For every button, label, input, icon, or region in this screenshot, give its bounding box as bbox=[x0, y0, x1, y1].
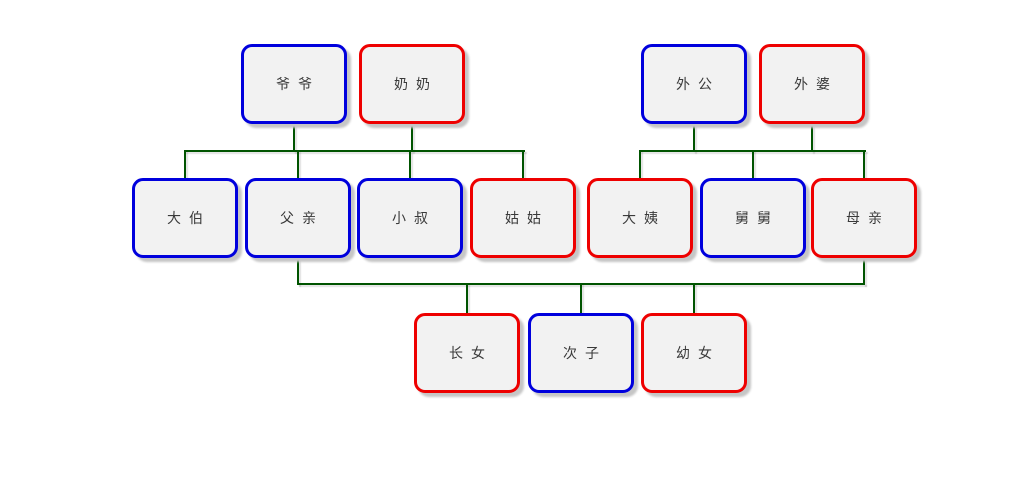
node-label: 外婆 bbox=[794, 77, 838, 93]
node-youngest-daughter: 幼女 bbox=[641, 313, 747, 393]
connector-line bbox=[466, 283, 468, 313]
connector-line bbox=[297, 150, 299, 178]
node-label: 母亲 bbox=[846, 211, 890, 227]
node-younger-uncle: 小叔 bbox=[357, 178, 463, 258]
node-maternal-grandmother: 外婆 bbox=[759, 44, 865, 124]
connector-line bbox=[411, 124, 413, 152]
connector-line bbox=[863, 150, 865, 178]
node-maternal-aunt: 大姨 bbox=[587, 178, 693, 258]
node-eldest-uncle: 大伯 bbox=[132, 178, 238, 258]
connector-line bbox=[863, 258, 865, 285]
connector-line bbox=[693, 124, 695, 152]
node-label: 大姨 bbox=[622, 211, 666, 227]
node-label: 长女 bbox=[449, 346, 493, 362]
node-mother: 母亲 bbox=[811, 178, 917, 258]
node-eldest-daughter: 长女 bbox=[414, 313, 520, 393]
node-label: 外公 bbox=[676, 77, 720, 93]
node-label: 幼女 bbox=[676, 346, 720, 362]
connector-line bbox=[184, 150, 525, 152]
connector-line bbox=[811, 124, 813, 152]
node-label: 次子 bbox=[563, 346, 607, 362]
node-father: 父亲 bbox=[245, 178, 351, 258]
node-label: 爷爷 bbox=[276, 77, 320, 93]
connector-line bbox=[184, 150, 186, 178]
node-label: 大伯 bbox=[167, 211, 211, 227]
node-label: 父亲 bbox=[280, 211, 324, 227]
node-paternal-aunt: 姑姑 bbox=[470, 178, 576, 258]
node-second-son: 次子 bbox=[528, 313, 634, 393]
node-maternal-uncle: 舅舅 bbox=[700, 178, 806, 258]
connector-line bbox=[693, 283, 695, 313]
node-label: 奶奶 bbox=[394, 77, 438, 93]
connector-line bbox=[522, 150, 524, 178]
connector-line bbox=[639, 150, 641, 178]
node-maternal-grandfather: 外公 bbox=[641, 44, 747, 124]
node-paternal-grandmother: 奶奶 bbox=[359, 44, 465, 124]
connector-line bbox=[409, 150, 411, 178]
node-label: 小叔 bbox=[392, 211, 436, 227]
connector-line bbox=[580, 283, 582, 313]
connector-line bbox=[297, 258, 299, 285]
node-paternal-grandfather: 爷爷 bbox=[241, 44, 347, 124]
node-label: 姑姑 bbox=[505, 211, 549, 227]
connector-line bbox=[752, 150, 754, 178]
connector-line bbox=[293, 124, 295, 152]
node-label: 舅舅 bbox=[735, 211, 779, 227]
